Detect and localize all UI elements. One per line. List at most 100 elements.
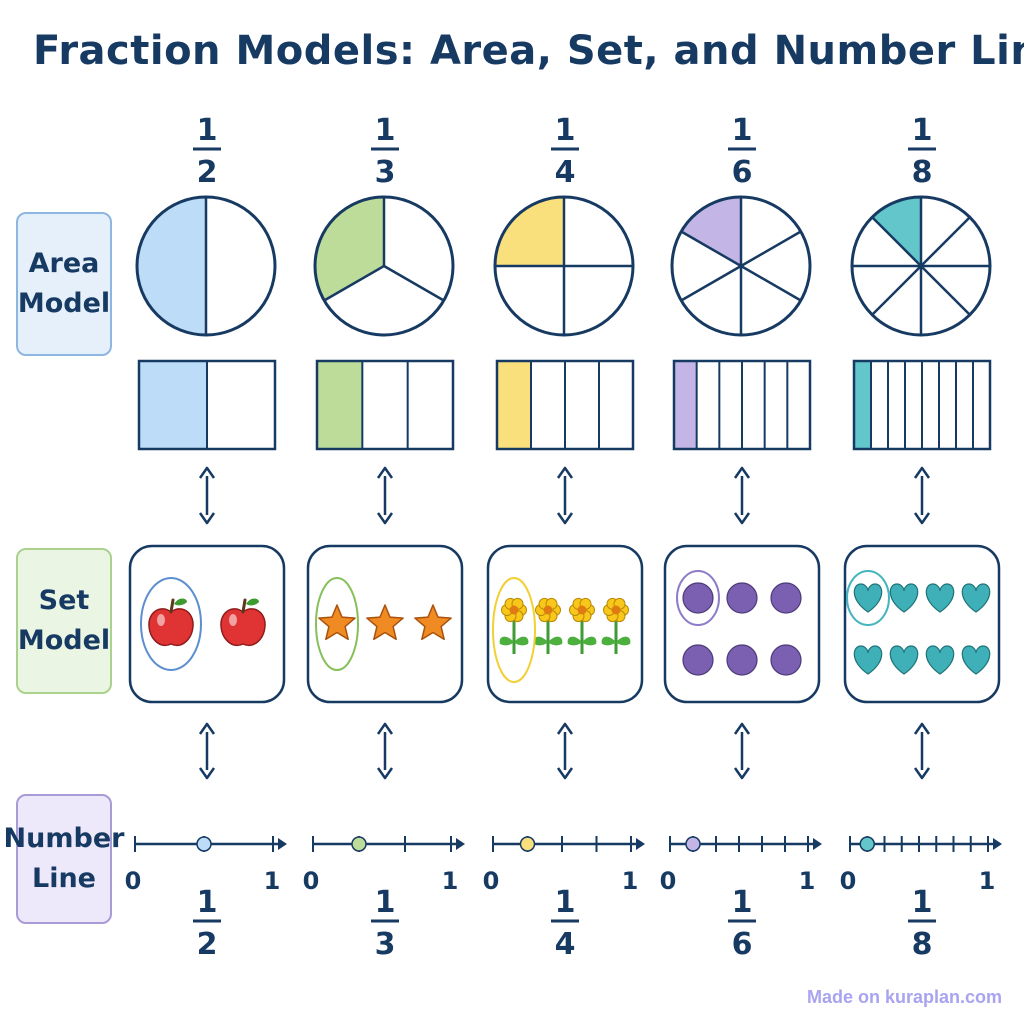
heart-icon bbox=[889, 645, 919, 675]
shaded-part bbox=[137, 197, 206, 335]
area-model-circle bbox=[135, 195, 277, 337]
row-label-line: Number bbox=[3, 823, 125, 854]
number-line-one: 1 bbox=[622, 867, 639, 895]
double-arrow bbox=[198, 722, 216, 780]
apple-body bbox=[148, 608, 194, 647]
shaded-part bbox=[681, 196, 741, 266]
fraction-numerator: 1 bbox=[555, 113, 576, 148]
selection-ring bbox=[846, 570, 890, 626]
double-arrow bbox=[556, 466, 574, 525]
flower-leaf bbox=[616, 636, 631, 646]
shaded-part bbox=[497, 361, 531, 449]
number-line-zero: 0 bbox=[840, 867, 857, 895]
area-model-circle bbox=[850, 195, 992, 337]
heart-icon bbox=[925, 583, 955, 613]
flower-center bbox=[543, 605, 553, 615]
dot-icon bbox=[682, 582, 714, 614]
fraction-label-top: 14 bbox=[551, 113, 579, 190]
circle-divider bbox=[323, 264, 385, 302]
fraction-numerator: 1 bbox=[912, 885, 933, 920]
fraction-numerator: 1 bbox=[197, 113, 218, 148]
arrow-head-down bbox=[556, 512, 574, 525]
flower-leaf bbox=[533, 636, 548, 646]
heart-icon bbox=[961, 645, 991, 675]
selection-ring bbox=[315, 577, 359, 671]
star-icon bbox=[366, 604, 404, 641]
card-outline bbox=[128, 544, 286, 704]
row-label-set-model: Set Model bbox=[16, 548, 112, 694]
area-model-bar bbox=[852, 359, 992, 451]
arrow-head-down bbox=[733, 512, 751, 525]
flower-center bbox=[509, 605, 519, 615]
fraction-numerator: 1 bbox=[732, 113, 753, 148]
number-line-zero: 0 bbox=[125, 867, 142, 895]
number-line-zero: 0 bbox=[660, 867, 677, 895]
watermark: Made on kuraplan.com bbox=[806, 987, 1002, 1007]
fraction-numerator: 1 bbox=[732, 885, 753, 920]
dot-icon bbox=[770, 644, 802, 676]
fraction-denominator: 6 bbox=[732, 927, 753, 962]
heart-icon bbox=[961, 583, 991, 613]
row-label-line: Line bbox=[32, 863, 96, 894]
fraction-denominator: 8 bbox=[912, 155, 933, 190]
shaded-part bbox=[872, 197, 921, 266]
arrow-head-up bbox=[913, 466, 931, 479]
number-line-one: 1 bbox=[799, 867, 816, 895]
arrow-head-up bbox=[556, 722, 574, 735]
flower-leaf bbox=[582, 636, 597, 646]
number-line-zero: 0 bbox=[303, 867, 320, 895]
shaded-part bbox=[139, 361, 207, 449]
double-arrow bbox=[733, 722, 751, 780]
fraction-denominator: 2 bbox=[197, 155, 218, 190]
double-arrow bbox=[913, 722, 931, 780]
card-outline bbox=[663, 544, 821, 704]
number-line-arrowhead bbox=[278, 838, 287, 850]
dot-icon bbox=[770, 582, 802, 614]
apple-stem bbox=[169, 598, 175, 614]
area-model-circle bbox=[670, 195, 812, 337]
number-line-arrowhead bbox=[993, 838, 1002, 850]
flower-leaf bbox=[548, 636, 563, 646]
number-line-point bbox=[196, 836, 212, 852]
number-line-one: 1 bbox=[442, 867, 459, 895]
circle-divider bbox=[920, 216, 971, 267]
fraction-denominator: 2 bbox=[197, 927, 218, 962]
flower-leaf bbox=[567, 636, 582, 646]
card-outline bbox=[486, 544, 644, 704]
arrow-head-up bbox=[913, 722, 931, 735]
flower-icon bbox=[601, 597, 631, 654]
arrow-head-down bbox=[198, 767, 216, 780]
fraction-label-top: 18 bbox=[908, 113, 936, 190]
arrow-head-up bbox=[733, 722, 751, 735]
dot-icon bbox=[682, 644, 714, 676]
flower-leaf bbox=[514, 636, 529, 646]
arrow-head-down bbox=[913, 767, 931, 780]
fraction-numerator: 1 bbox=[912, 113, 933, 148]
fraction-label-bottom: 14 bbox=[551, 885, 579, 962]
number-line-arrowhead bbox=[456, 838, 465, 850]
set-model-card bbox=[128, 544, 286, 704]
double-arrow bbox=[733, 466, 751, 525]
shaded-part bbox=[317, 361, 363, 449]
circle-divider bbox=[740, 264, 802, 302]
circle-divider bbox=[871, 265, 922, 316]
arrow-head-up bbox=[198, 722, 216, 735]
circle-divider bbox=[871, 216, 922, 267]
flower-center bbox=[611, 605, 621, 615]
number-line-point bbox=[859, 836, 875, 852]
fraction-denominator: 4 bbox=[555, 155, 576, 190]
apple-icon bbox=[148, 598, 194, 647]
flower-center bbox=[577, 605, 587, 615]
apple-shine bbox=[157, 614, 165, 626]
dot-icon bbox=[726, 582, 758, 614]
double-arrow bbox=[913, 466, 931, 525]
area-model-bar bbox=[137, 359, 277, 451]
fraction-numerator: 1 bbox=[375, 885, 396, 920]
